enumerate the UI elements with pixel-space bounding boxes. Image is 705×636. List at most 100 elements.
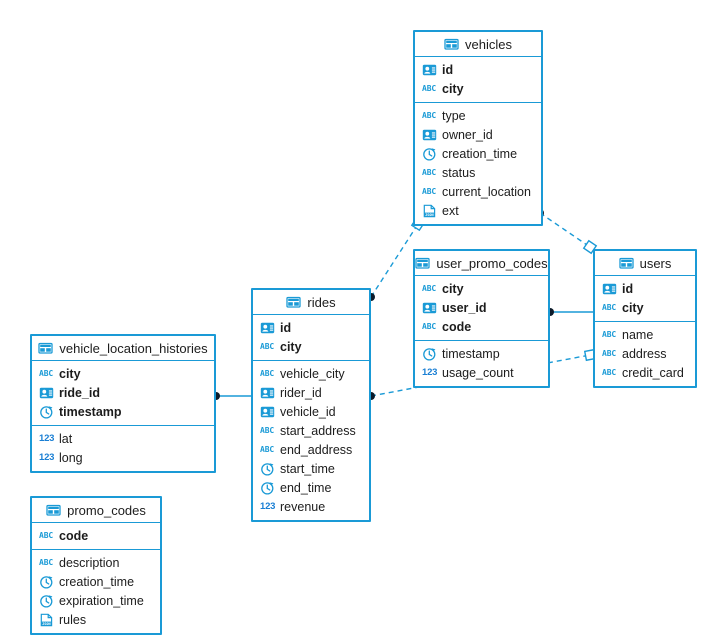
field-label: timestamp xyxy=(59,404,122,419)
attribute-field[interactable]: 123 revenue xyxy=(253,497,369,516)
attribute-field[interactable]: ABC credit_card xyxy=(595,363,695,382)
entity-title-promo_codes: promo_codes xyxy=(32,498,160,523)
primary-key-field[interactable]: id xyxy=(595,279,695,298)
abc-text-icon: ABC xyxy=(422,321,437,331)
field-label: code xyxy=(442,319,472,334)
field-label: vehicle_city xyxy=(280,366,345,381)
attribute-field[interactable]: creation_time xyxy=(32,572,160,591)
field-label: start_time xyxy=(280,461,335,476)
clock-icon xyxy=(260,481,275,495)
abc-text-icon: ABC xyxy=(602,367,617,377)
entity-title-vehicle_location_histories: vehicle_location_histories xyxy=(32,336,214,361)
entity-title-users: users xyxy=(595,251,695,276)
attribute-field[interactable]: start_time xyxy=(253,459,369,478)
id-card-icon xyxy=(260,386,275,400)
primary-key-field[interactable]: id xyxy=(253,318,369,337)
clock-icon xyxy=(39,405,54,419)
abc-text-icon: ABC xyxy=(602,348,617,358)
abc-text-icon: ABC xyxy=(422,283,437,293)
relationship-upc-users[interactable] xyxy=(546,308,593,316)
abc-text-icon: ABC xyxy=(39,530,54,540)
abc-text-icon: ABC xyxy=(260,425,275,435)
field-label: current_location xyxy=(442,184,531,199)
primary-key-field[interactable]: ride_id xyxy=(32,383,214,402)
field-label: revenue xyxy=(280,499,326,514)
attribute-field[interactable]: creation_time xyxy=(415,144,541,163)
abc-text-icon: ABC xyxy=(422,167,437,177)
primary-key-field[interactable]: user_id xyxy=(415,298,548,317)
123-number-icon: 123 xyxy=(260,500,276,512)
attribute-field[interactable]: rider_id xyxy=(253,383,369,402)
primary-key-field[interactable]: timestamp xyxy=(32,402,214,421)
entity-title-label: promo_codes xyxy=(67,502,146,518)
field-label: ext xyxy=(442,203,459,218)
table-icon xyxy=(286,295,302,309)
abc-text-icon: ABC xyxy=(260,444,275,454)
attribute-field[interactable]: JSON ext xyxy=(415,201,541,220)
field-label: id xyxy=(442,62,454,77)
field-label: credit_card xyxy=(622,365,684,380)
attribute-field[interactable]: vehicle_id xyxy=(253,402,369,421)
table-icon xyxy=(46,503,61,517)
attribute-field[interactable]: ABC status xyxy=(415,163,541,182)
clock-icon xyxy=(422,347,437,361)
relationship-vlh-rides[interactable] xyxy=(212,392,251,400)
field-label: rules xyxy=(59,612,87,627)
attribute-field[interactable]: end_time xyxy=(253,478,369,497)
field-label: user_id xyxy=(442,300,487,315)
relationship-vehicles-users[interactable] xyxy=(536,209,598,255)
field-label: owner_id xyxy=(442,127,493,142)
entity-title-label: vehicle_location_histories xyxy=(59,340,208,356)
field-label: status xyxy=(442,165,476,180)
entity-title-label: rides xyxy=(307,294,336,310)
attribute-field[interactable]: expiration_time xyxy=(32,591,160,610)
attribute-field[interactable]: JSON rules xyxy=(32,610,160,629)
attribute-field[interactable]: timestamp xyxy=(415,344,548,363)
entity-title-label: vehicles xyxy=(465,36,512,52)
abc-text-icon: ABC xyxy=(602,329,617,339)
clock-icon xyxy=(39,594,54,608)
abc-text-icon: ABC xyxy=(39,557,54,567)
json-file-icon: JSON xyxy=(39,613,54,627)
field-label: city xyxy=(59,366,81,381)
entity-title-rides: rides xyxy=(253,290,369,315)
entity-title-vehicles: vehicles xyxy=(415,32,541,57)
primary-key-field[interactable]: ABC code xyxy=(415,317,548,336)
attribute-field[interactable]: owner_id xyxy=(415,125,541,144)
field-label: creation_time xyxy=(442,146,518,161)
json-file-icon: JSON xyxy=(422,204,437,218)
field-label: rider_id xyxy=(280,385,322,400)
table-icon xyxy=(415,256,431,270)
primary-key-field[interactable]: id xyxy=(415,60,541,79)
